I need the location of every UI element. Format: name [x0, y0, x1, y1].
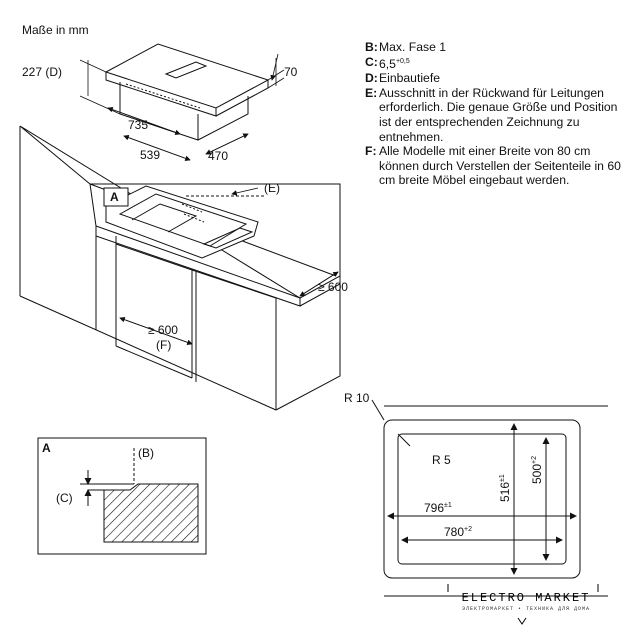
- cutout-inner-h: 500+2: [530, 456, 544, 484]
- dim-side-600: ≥ 600: [318, 280, 348, 294]
- cutout-outer-w: 796±1: [424, 501, 452, 515]
- cutout-outer-h: 516±1: [498, 474, 512, 502]
- brand-name: ELECTRO MARKET: [461, 591, 591, 605]
- legend-item-e: E:Ausschnitt in der Rückwand für Leitung…: [365, 85, 618, 144]
- marker-f: (F): [156, 338, 171, 352]
- detail-c-label: (C): [56, 491, 73, 505]
- detail-a-title: A: [42, 441, 51, 455]
- detail-a-box: [37, 437, 207, 555]
- dim-bottom-600: ≥ 600: [148, 323, 178, 337]
- legend-item-f: F:Alle Modelle mit einer Breite von 80 c…: [365, 144, 621, 188]
- unit-label: Maße in mm: [22, 23, 89, 37]
- cutout-inner-w: 780+2: [444, 525, 472, 539]
- dim-cut-539: 539: [140, 148, 160, 162]
- brand-logo: ELECTRO MARKET ЭЛЕКТРОМАРКЕТ • ТЕХНИКА Д…: [453, 591, 599, 612]
- marker-e: (E): [264, 181, 280, 195]
- legend-item-b: B:Max. Fase 1: [365, 40, 447, 54]
- cutout-r5: R 5: [432, 453, 451, 467]
- brand-frame: [447, 584, 599, 625]
- detail-b-label: (B): [138, 446, 154, 460]
- dim-c-height: 70: [284, 65, 298, 79]
- cutout-r10: R 10: [344, 391, 370, 405]
- dim-d-depth: 227 (D): [22, 65, 62, 79]
- legend: B:Max. Fase 1 C:6,5+0,5 D:Einbautiefe E:…: [365, 40, 627, 188]
- marker-a: A: [110, 190, 119, 204]
- hob-dimension-lines: [79, 53, 285, 161]
- legend-item-c: C:6,5+0,5: [365, 54, 410, 71]
- cutout-plan: [371, 399, 608, 597]
- dim-width-735: 735: [128, 118, 148, 132]
- dim-depth-470: 470: [208, 149, 228, 163]
- legend-item-d: D:Einbautiefe: [365, 71, 440, 86]
- brand-tagline: ЭЛЕКТРОМАРКЕТ • ТЕХНИКА ДЛЯ ДОМА: [461, 606, 590, 612]
- worktop-cabinet-drawing: [19, 125, 341, 411]
- cabinet-dimension-lines: [119, 187, 339, 346]
